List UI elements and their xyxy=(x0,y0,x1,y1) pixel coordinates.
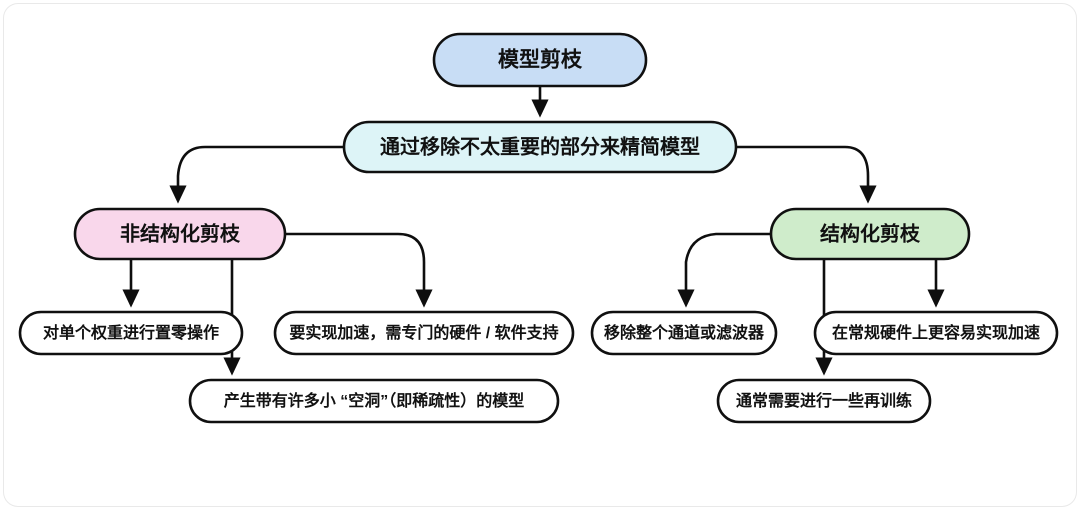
edge-structured-to-s1 xyxy=(677,232,771,308)
node-root[interactable]: 模型剪枝 xyxy=(432,32,648,88)
edge-unstructured-to-u2 xyxy=(285,232,433,308)
node-shape-u1 xyxy=(18,310,244,356)
node-shape-root xyxy=(432,32,648,88)
node-s2[interactable]: 在常规硬件上更容易实现加速 xyxy=(813,310,1059,356)
node-label-u2: 要实现加速，需专门的硬件 / 软件支持 xyxy=(289,323,558,342)
node-definition[interactable]: 通过移除不太重要的部分来精简模型 xyxy=(342,120,738,174)
node-unstructured[interactable]: 非结构化剪枝 xyxy=(73,207,287,261)
node-u2[interactable]: 要实现加速，需专门的硬件 / 软件支持 xyxy=(273,310,575,356)
node-label-root: 模型剪枝 xyxy=(498,48,583,72)
node-u1[interactable]: 对单个权重进行置零操作 xyxy=(18,310,244,356)
node-label-s1: 移除整个通道或滤波器 xyxy=(604,323,765,342)
node-label-structured: 结构化剪枝 xyxy=(820,221,921,245)
node-s1[interactable]: 移除整个通道或滤波器 xyxy=(590,310,778,356)
node-label-s2: 在常规硬件上更容易实现加速 xyxy=(832,323,1040,342)
node-shape-s3 xyxy=(716,378,932,424)
node-label-u1: 对单个权重进行置零操作 xyxy=(43,323,219,342)
node-shape-u3 xyxy=(188,378,560,424)
node-shape-u2 xyxy=(273,310,575,356)
node-shape-s1 xyxy=(590,310,778,356)
node-shape-structured xyxy=(769,207,971,261)
node-shape-s2 xyxy=(813,310,1059,356)
node-label-unstructured: 非结构化剪枝 xyxy=(120,221,241,245)
node-s3[interactable]: 通常需要进行一些再训练 xyxy=(716,378,932,424)
node-label-definition: 通过移除不太重要的部分来精简模型 xyxy=(380,134,700,158)
node-label-u3: 产生带有许多小 “空洞”（即稀疏性）的模型 xyxy=(224,391,524,410)
node-structured[interactable]: 结构化剪枝 xyxy=(769,207,971,261)
node-u3[interactable]: 产生带有许多小 “空洞”（即稀疏性）的模型 xyxy=(188,378,560,424)
node-shape-definition xyxy=(342,120,738,174)
node-label-s3: 通常需要进行一些再训练 xyxy=(736,391,912,410)
edge-definition-to-unstructured xyxy=(169,145,344,204)
edge-definition-to-structured xyxy=(736,145,877,204)
node-shape-unstructured xyxy=(73,207,287,261)
